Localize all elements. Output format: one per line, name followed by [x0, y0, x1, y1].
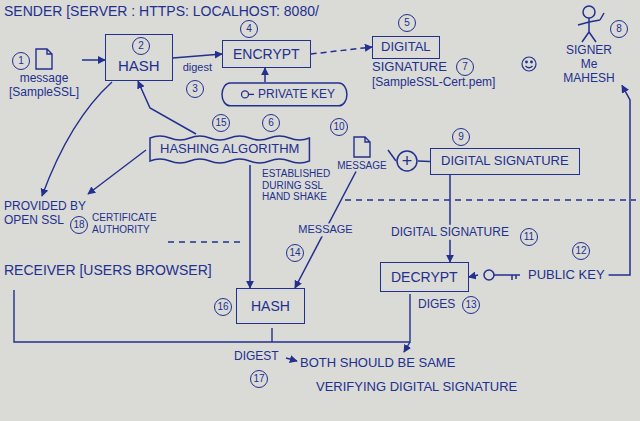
- callout-number: 8: [610, 20, 628, 38]
- edge-label: DIGITAL SIGNATURE: [389, 225, 511, 239]
- node-text: ENCRYPT: [233, 46, 300, 62]
- message-icon: [353, 136, 371, 158]
- note-text: ESTABLISHED DURING SSL HAND SHAKE: [262, 168, 332, 203]
- connector-arrow: [173, 54, 222, 58]
- signer-figure: SIGNERMeMAHESH: [548, 4, 630, 85]
- signature-box: DIGITALSIGNATURE: [372, 36, 447, 75]
- callout-number: 9: [452, 128, 470, 146]
- node-text: message [SampleSSL]: [6, 72, 82, 100]
- algorithm-box: HASHING ALGORITHM: [148, 134, 311, 165]
- signature-box: DIGITAL SIGNATURE: [430, 148, 580, 175]
- callout-number: 15: [212, 114, 230, 132]
- node-text: DIGITAL: [372, 36, 440, 59]
- callout-number: 18: [70, 216, 88, 234]
- connector-arrow: [311, 47, 372, 54]
- callout-number: 3: [186, 80, 204, 98]
- key-store: PRIVATE KEY: [222, 82, 347, 107]
- process-box: DECRYPT: [380, 262, 469, 292]
- digest-line: [271, 328, 272, 342]
- note-text: DIGEST: [234, 350, 279, 364]
- edge-label: MESSAGE: [296, 223, 354, 236]
- callout-number: 14: [286, 244, 304, 262]
- public-key: PUBLIC KEY: [478, 264, 609, 286]
- callout-number: 13: [462, 296, 480, 314]
- connector-arrow: [249, 165, 251, 288]
- page-title: SENDER [SERVER : HTTPS: LOCALHOST: 8080/: [4, 3, 319, 19]
- separator-line: [345, 199, 636, 200]
- node-text: SIGNATURE: [372, 60, 447, 75]
- note-text: [SampleSSL-Cert.pem]: [372, 76, 495, 90]
- node-text: HASH: [251, 298, 290, 314]
- node-text: HASH: [118, 57, 160, 74]
- connector-arrow: [264, 68, 266, 82]
- node-text: DIGITAL SIGNATURE: [441, 154, 569, 169]
- connector-arrow: [138, 81, 196, 134]
- callout-number: 1: [12, 52, 30, 70]
- process-box: HASH: [236, 288, 305, 324]
- connector-arrow: [418, 160, 430, 162]
- smiley-icon: [522, 57, 536, 71]
- process-box: ENCRYPT: [222, 40, 311, 68]
- note-text: CERTIFICATE AUTHORITY: [92, 212, 164, 235]
- edge-label: digest: [181, 61, 214, 74]
- node-text: PUBLIC KEY: [528, 268, 605, 283]
- callout-number: 6: [262, 114, 280, 132]
- message-icon: [35, 48, 53, 70]
- leader-line: [42, 82, 112, 196]
- node-text: HASHING ALGORITHM: [160, 142, 299, 157]
- note-text: VERIFYING DIGITAL SIGNATURE: [316, 380, 517, 395]
- connector-arrow: [82, 59, 105, 61]
- callout-number: 2: [132, 37, 150, 55]
- node-text: MESSAGE: [336, 160, 388, 172]
- key-icon: [482, 267, 522, 283]
- leader-line: [88, 150, 146, 194]
- connector-arrow: [469, 275, 478, 277]
- signer-name: MAHESH: [548, 72, 630, 86]
- separator-line: [168, 241, 244, 242]
- callout-number: 12: [572, 242, 590, 260]
- message-node: MESSAGE: [336, 136, 388, 172]
- node-text: +: [396, 150, 418, 172]
- callout-number: 5: [398, 14, 416, 32]
- callout-number: 4: [240, 20, 258, 38]
- note-text: BOTH SHOULD BE SAME: [300, 356, 455, 371]
- compare-arrow: [404, 342, 410, 352]
- node-text: PRIVATE KEY: [258, 88, 335, 102]
- callout-number: 11: [520, 228, 538, 246]
- callout-number: 17: [250, 370, 268, 388]
- callout-number: 7: [456, 58, 474, 76]
- signer-name: SIGNER: [548, 44, 630, 58]
- connector-arrow: [609, 85, 630, 275]
- signer-name: Me: [548, 58, 630, 72]
- compare-arrow: [286, 358, 297, 361]
- connector-arrow: [388, 150, 396, 161]
- callout-number: 16: [214, 298, 232, 316]
- callout-number: 10: [330, 118, 348, 136]
- digest-line: [14, 290, 410, 342]
- note-text: DIGES: [418, 298, 455, 312]
- combine-circle: +: [396, 150, 418, 172]
- node-text: DECRYPT: [391, 269, 458, 285]
- note-text: RECEIVER [USERS BROWSER]: [4, 262, 212, 278]
- connector-arrow: [449, 175, 451, 262]
- message-node: message [SampleSSL]: [6, 48, 82, 100]
